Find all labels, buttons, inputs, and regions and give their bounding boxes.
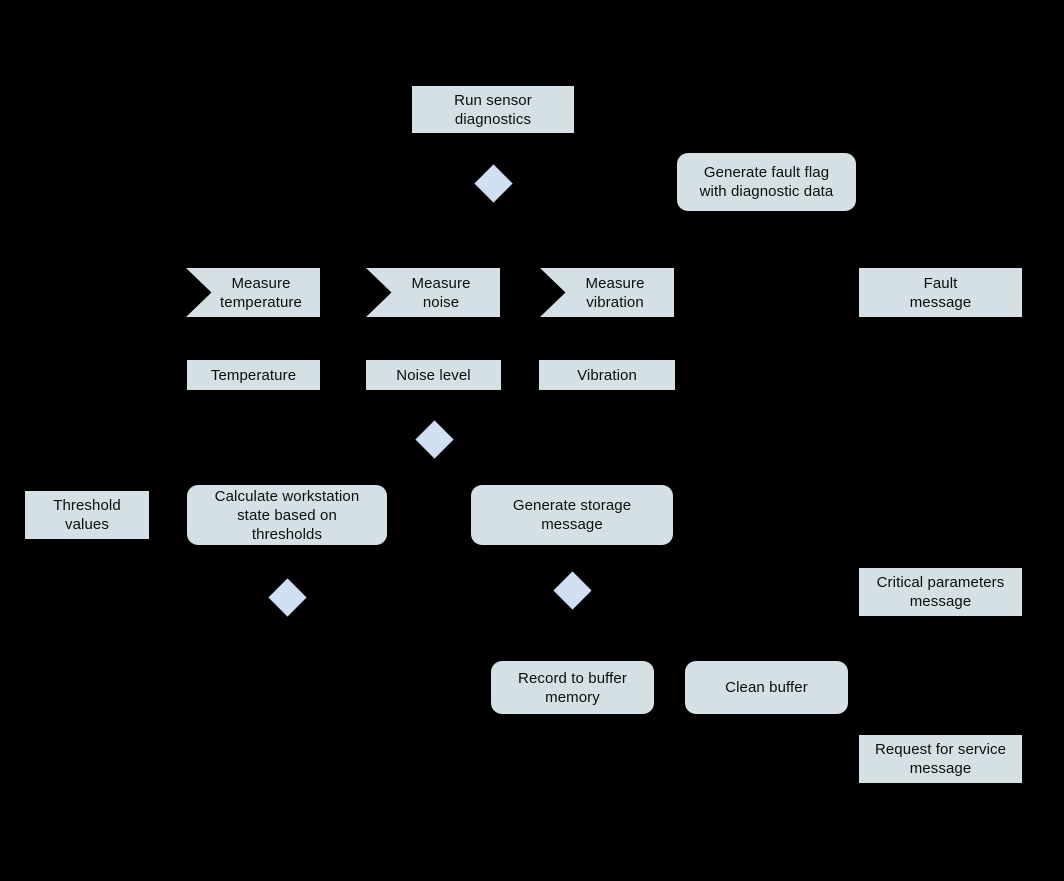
decision-diamond-after-diagnostics[interactable] <box>473 163 513 203</box>
node-label: Vibration <box>577 366 637 384</box>
node-generate-storage-message[interactable]: Generate storage message <box>471 485 673 545</box>
node-generate-fault-flag[interactable]: Generate fault flag with diagnostic data <box>677 153 856 211</box>
node-label: Clean buffer <box>725 679 808 696</box>
node-label: Calculate workstation state based on thr… <box>214 487 360 543</box>
decision-diamond-after-measurements[interactable] <box>414 419 454 459</box>
node-label: Threshold values <box>53 497 121 533</box>
node-clean-buffer[interactable]: Clean buffer <box>685 661 848 714</box>
node-label: Measure noise <box>411 274 471 311</box>
node-threshold-values[interactable]: Threshold values <box>25 491 149 539</box>
node-measure-noise[interactable]: Measure noise <box>366 268 500 317</box>
node-label: Record to buffer memory <box>518 669 627 706</box>
node-measure-temperature[interactable]: Measure temperature <box>186 268 320 317</box>
decision-diamond-after-storage-message[interactable] <box>552 570 592 610</box>
node-noise-level[interactable]: Noise level <box>366 360 501 390</box>
node-label: Measure vibration <box>585 274 645 311</box>
node-calculate-workstation-state[interactable]: Calculate workstation state based on thr… <box>187 485 387 545</box>
node-label: Noise level <box>396 366 471 384</box>
node-label: Run sensor diagnostics <box>454 91 532 128</box>
node-label: Generate storage message <box>512 497 632 533</box>
node-run-sensor-diagnostics[interactable]: Run sensor diagnostics <box>412 86 574 133</box>
decision-diamond-after-state-calculation[interactable] <box>267 577 307 617</box>
node-critical-parameters-message[interactable]: Critical parameters message <box>859 568 1022 616</box>
node-measure-vibration[interactable]: Measure vibration <box>540 268 674 317</box>
node-request-for-service-message[interactable]: Request for service message <box>859 735 1022 783</box>
node-label: Critical parameters message <box>876 574 1005 610</box>
node-record-to-buffer-memory[interactable]: Record to buffer memory <box>491 661 654 714</box>
node-temperature[interactable]: Temperature <box>187 360 320 390</box>
node-label: Generate fault flag with diagnostic data <box>699 164 834 200</box>
node-label: Request for service message <box>874 741 1007 777</box>
node-label: Fault message <box>909 274 972 311</box>
node-label: Temperature <box>210 366 297 384</box>
node-label: Measure temperature <box>220 274 302 311</box>
node-vibration[interactable]: Vibration <box>539 360 675 390</box>
node-fault-message[interactable]: Fault message <box>859 268 1022 317</box>
